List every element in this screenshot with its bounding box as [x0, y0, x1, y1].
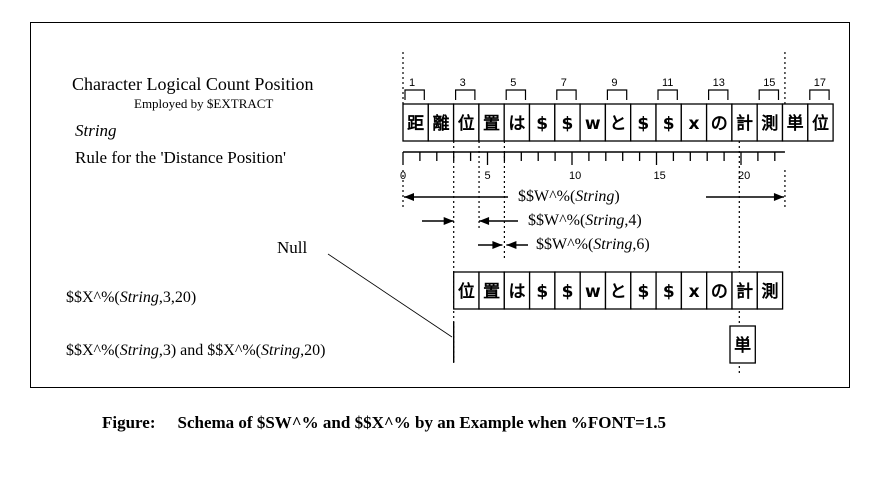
- arrow-head: [773, 193, 784, 201]
- null-label: Null: [277, 238, 308, 257]
- x1-cell: [630, 271, 657, 310]
- string-char: 置: [483, 114, 500, 134]
- count-bracket: [505, 89, 527, 100]
- x1-cell: [478, 271, 505, 310]
- count-label: 9: [611, 77, 617, 89]
- caption-text: Schema of $SW^% and $$X^% by an Example …: [177, 413, 667, 432]
- string-char: 距: [407, 114, 424, 134]
- string-char: $: [637, 114, 649, 134]
- arrow-head: [479, 217, 490, 225]
- string-char: と: [610, 114, 627, 134]
- x2-call-label: $$X^%(String,3) and $$X^%(String,20): [66, 342, 326, 359]
- count-label: 13: [713, 77, 725, 89]
- count-bracket: [404, 89, 425, 100]
- x1-char: 計: [736, 281, 753, 302]
- count-label: 3: [460, 77, 466, 89]
- string-char: 単: [787, 113, 804, 134]
- string-cell: [478, 103, 505, 142]
- count-label: 5: [510, 77, 516, 89]
- w-call-3: $$W^%(String,6): [536, 236, 650, 253]
- char-count-title: Character Logical Count Position: [72, 74, 314, 94]
- w-call-2: $$W^%(String,4): [528, 212, 642, 229]
- string-char: 位: [812, 113, 829, 134]
- x1-cell: [528, 271, 556, 310]
- arrow-head: [443, 217, 454, 225]
- string-label: String: [75, 121, 117, 140]
- string-char: $: [536, 114, 548, 134]
- x1-char: と: [610, 282, 627, 302]
- arrow-head: [492, 241, 503, 249]
- x1-cell: [706, 271, 733, 310]
- arrow-head: [506, 241, 517, 249]
- x1-char: 測: [761, 281, 778, 302]
- count-bracket: [758, 89, 780, 100]
- x1-char: w: [585, 282, 601, 302]
- x1-char: 置: [483, 282, 500, 302]
- string-char: 計: [736, 113, 753, 134]
- count-bracket: [606, 89, 628, 100]
- string-cell: [680, 103, 708, 142]
- string-cell: [402, 103, 429, 142]
- x1-char: 位: [458, 281, 475, 302]
- arrow-head: [404, 193, 414, 201]
- string-cell: [452, 103, 480, 142]
- count-label: 11: [662, 77, 673, 89]
- figure-caption: Figure: Schema of $SW^% and $$X^% by an E…: [102, 413, 666, 433]
- x1-cell: [680, 271, 708, 310]
- x1-char: の: [711, 282, 728, 302]
- string-char: 離: [432, 113, 449, 134]
- x1-char: $: [536, 282, 548, 302]
- string-cell: [579, 103, 607, 142]
- string-char: 測: [761, 113, 778, 134]
- string-cell: [807, 103, 834, 142]
- count-label: 15: [763, 77, 775, 89]
- string-char: の: [711, 114, 728, 134]
- diagram-frame: [30, 22, 850, 388]
- count-bracket: [809, 89, 830, 100]
- string-cell: [528, 103, 556, 142]
- ruler-label: 15: [654, 170, 666, 182]
- string-cell: [604, 103, 632, 142]
- rule-label: Rule for the 'Distance Position': [75, 148, 287, 167]
- employed-by-label: Employed by $EXTRACT: [134, 96, 274, 111]
- string-char: 位: [458, 113, 475, 134]
- w-call-1: $$W^%(String): [518, 188, 620, 205]
- string-char: は: [508, 114, 525, 134]
- string-cell: [731, 103, 758, 142]
- string-char: $: [562, 114, 574, 134]
- caption-prefix: Figure:: [102, 413, 156, 432]
- x1-char: $: [638, 282, 650, 302]
- x1-call-label: $$X^%(String,3,20): [66, 289, 197, 306]
- count-label: 17: [814, 77, 826, 89]
- count-label: 7: [561, 77, 567, 89]
- null-leader-line: [327, 253, 453, 338]
- string-cell: [554, 103, 581, 142]
- string-cell: [427, 103, 455, 142]
- x2-char: 単: [734, 335, 751, 356]
- x1-char: $: [663, 282, 675, 302]
- x1-char: は: [508, 282, 525, 302]
- ruler-label: 20: [738, 170, 750, 182]
- x2-cell: [729, 325, 756, 364]
- count-bracket: [455, 89, 476, 100]
- string-char: $: [663, 114, 675, 134]
- x1-char: $: [562, 282, 574, 302]
- x1-cell: [756, 271, 784, 310]
- count-bracket: [708, 89, 729, 100]
- count-bracket: [657, 89, 678, 100]
- string-char: x: [688, 114, 699, 134]
- x1-cell: [579, 271, 607, 310]
- string-char: w: [585, 114, 601, 134]
- count-bracket: [556, 89, 577, 100]
- x1-char: x: [689, 282, 700, 302]
- ruler-label: 5: [485, 170, 491, 182]
- string-cell: [756, 103, 784, 142]
- string-cell: [781, 103, 809, 142]
- ruler-label: 10: [569, 170, 581, 182]
- count-label: 1: [409, 77, 415, 89]
